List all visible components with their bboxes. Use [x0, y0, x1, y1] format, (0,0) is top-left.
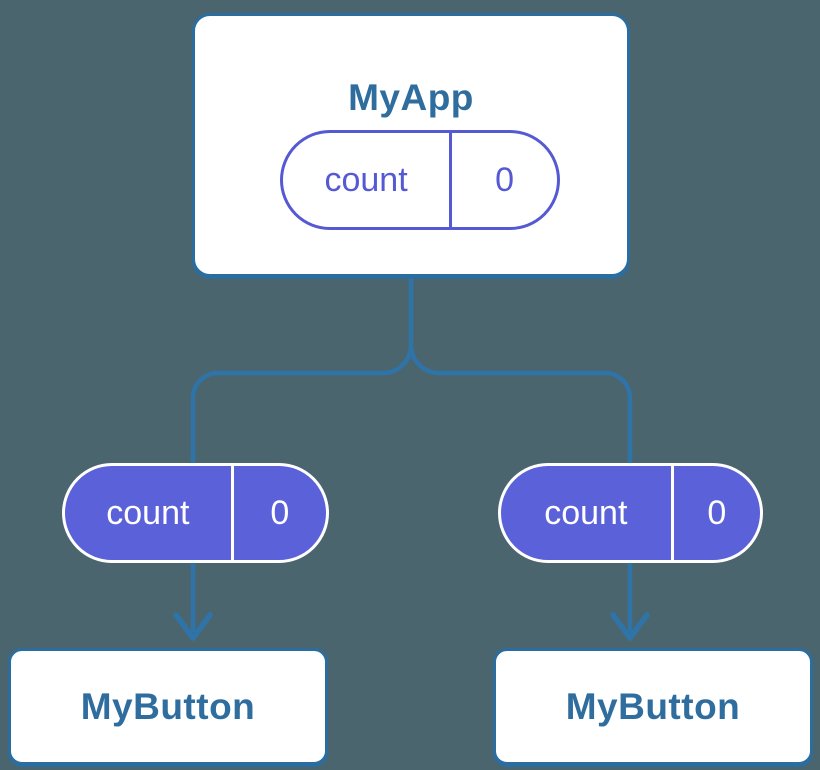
- component-card-mybutton: MyButton: [493, 648, 813, 765]
- prop-value: 0: [670, 466, 760, 560]
- prop-label: count: [544, 493, 628, 532]
- component-title: MyApp: [348, 77, 474, 118]
- prop-pill: count 0: [62, 463, 329, 563]
- component-card-mybutton: MyButton: [8, 648, 328, 765]
- arrowhead-right-icon: [610, 612, 650, 641]
- prop-value: 0: [230, 466, 326, 560]
- state-pill: count 0: [280, 130, 560, 230]
- prop-label: count: [106, 493, 190, 532]
- state-label: count: [324, 160, 408, 199]
- component-card-myapp: MyApp count 0: [192, 13, 630, 277]
- state-value: 0: [449, 133, 557, 227]
- component-title: MyButton: [80, 685, 256, 727]
- arrowhead-left-icon: [173, 612, 213, 641]
- branch-left-line: [190, 344, 414, 632]
- branch-right-line: [408, 344, 633, 632]
- component-title: MyButton: [565, 685, 741, 727]
- prop-pill: count 0: [498, 463, 763, 563]
